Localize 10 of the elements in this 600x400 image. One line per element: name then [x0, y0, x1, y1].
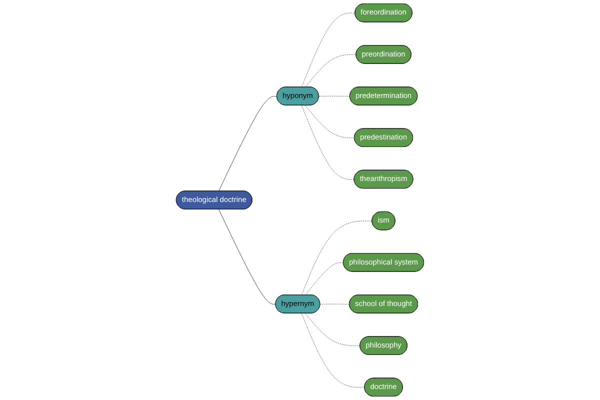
connector — [301, 220, 372, 296]
connector — [305, 262, 344, 296]
connector — [218, 209, 276, 304]
connector — [301, 313, 365, 388]
connector — [301, 12, 356, 88]
connector — [218, 96, 278, 192]
connector — [305, 313, 360, 346]
connector — [305, 54, 356, 88]
connector — [301, 105, 355, 180]
connector — [305, 105, 355, 138]
